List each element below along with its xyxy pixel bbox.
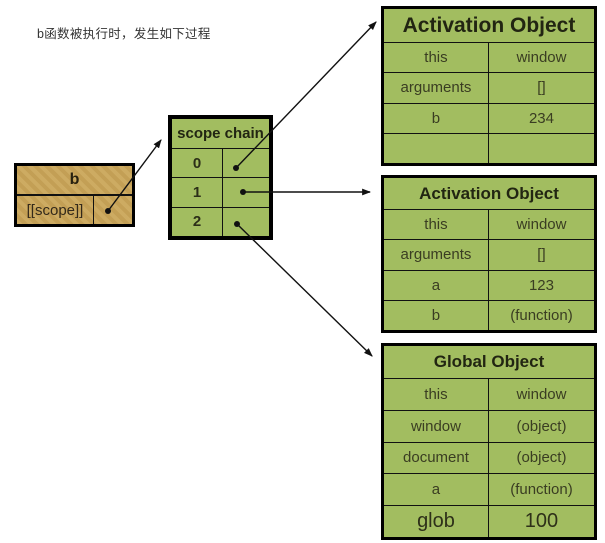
table-row: a (function): [384, 473, 594, 506]
scope-chain-row-1: 1: [172, 177, 269, 207]
property-name: this: [424, 216, 448, 234]
diagram-caption: b函数被执行时，发生如下过程: [37, 27, 211, 41]
property-name: arguments: [400, 246, 472, 264]
table-row: arguments []: [384, 239, 594, 270]
global-object-table: Global Object this window window (object…: [381, 343, 597, 540]
scope-chain-table: scope chain 0 1 2: [168, 115, 273, 240]
property-name: this: [424, 385, 448, 403]
table-row: this window: [384, 378, 594, 410]
table-row: glob 100: [384, 505, 594, 537]
scope-chain-index-1: 1: [192, 183, 202, 201]
property-value: 100: [487, 506, 594, 537]
activation-object-1-table: Activation Object this window arguments …: [381, 6, 597, 166]
activation-object-1-title: Activation Object: [402, 13, 576, 37]
scope-chain-row-0: 0: [172, 148, 269, 178]
function-b-title: b: [69, 171, 80, 188]
function-b-scope-row: [[scope]]: [17, 194, 132, 224]
property-value: [487, 133, 594, 163]
property-value: (object): [487, 442, 594, 474]
property-value: window: [487, 379, 594, 410]
table-row: b 234: [384, 102, 594, 133]
table-row: window (object): [384, 409, 594, 442]
scope-chain-pointer-2: [222, 207, 269, 236]
property-value: []: [487, 240, 594, 270]
property-name: a: [431, 481, 441, 499]
scope-chain-index-2: 2: [192, 213, 202, 231]
property-name: arguments: [400, 79, 472, 97]
scope-chain-title: scope chain: [177, 125, 264, 142]
table-row: arguments []: [384, 72, 594, 103]
property-value: (object): [487, 410, 594, 442]
property-name: a: [431, 276, 441, 294]
scope-chain-index-0: 0: [192, 154, 202, 172]
scope-property-label: [[scope]]: [26, 201, 84, 219]
property-value: (function): [487, 300, 594, 330]
activation-object-2-title: Activation Object: [419, 183, 559, 203]
property-name: document: [403, 449, 469, 467]
function-b-box: b [[scope]]: [14, 163, 135, 227]
table-row: a 123: [384, 269, 594, 300]
property-name: window: [410, 417, 461, 435]
table-row: document (object): [384, 441, 594, 474]
scope-chain-pointer-1: [222, 178, 269, 207]
activation-object-2-table: Activation Object this window arguments …: [381, 175, 597, 333]
property-name: [384, 134, 488, 163]
table-row: this window: [384, 209, 594, 240]
property-value: window: [487, 210, 594, 240]
property-value: 123: [487, 270, 594, 300]
scope-chain-pointer-0: [222, 149, 269, 178]
table-row: this window: [384, 42, 594, 73]
arrow-chain2-to-global-object: [234, 221, 373, 357]
table-row: b (function): [384, 299, 594, 330]
property-name: b: [431, 306, 441, 324]
scope-chain-row-2: 2: [172, 206, 269, 236]
property-value: 234: [487, 103, 594, 133]
property-name: b: [431, 109, 441, 127]
scope-pointer-cell: [93, 196, 132, 224]
property-value: []: [487, 73, 594, 103]
global-object-title: Global Object: [433, 352, 545, 371]
property-value: window: [487, 43, 594, 73]
table-row: [384, 132, 594, 163]
property-value: (function): [487, 474, 594, 506]
property-name: glob: [417, 510, 455, 533]
property-name: this: [424, 49, 448, 67]
